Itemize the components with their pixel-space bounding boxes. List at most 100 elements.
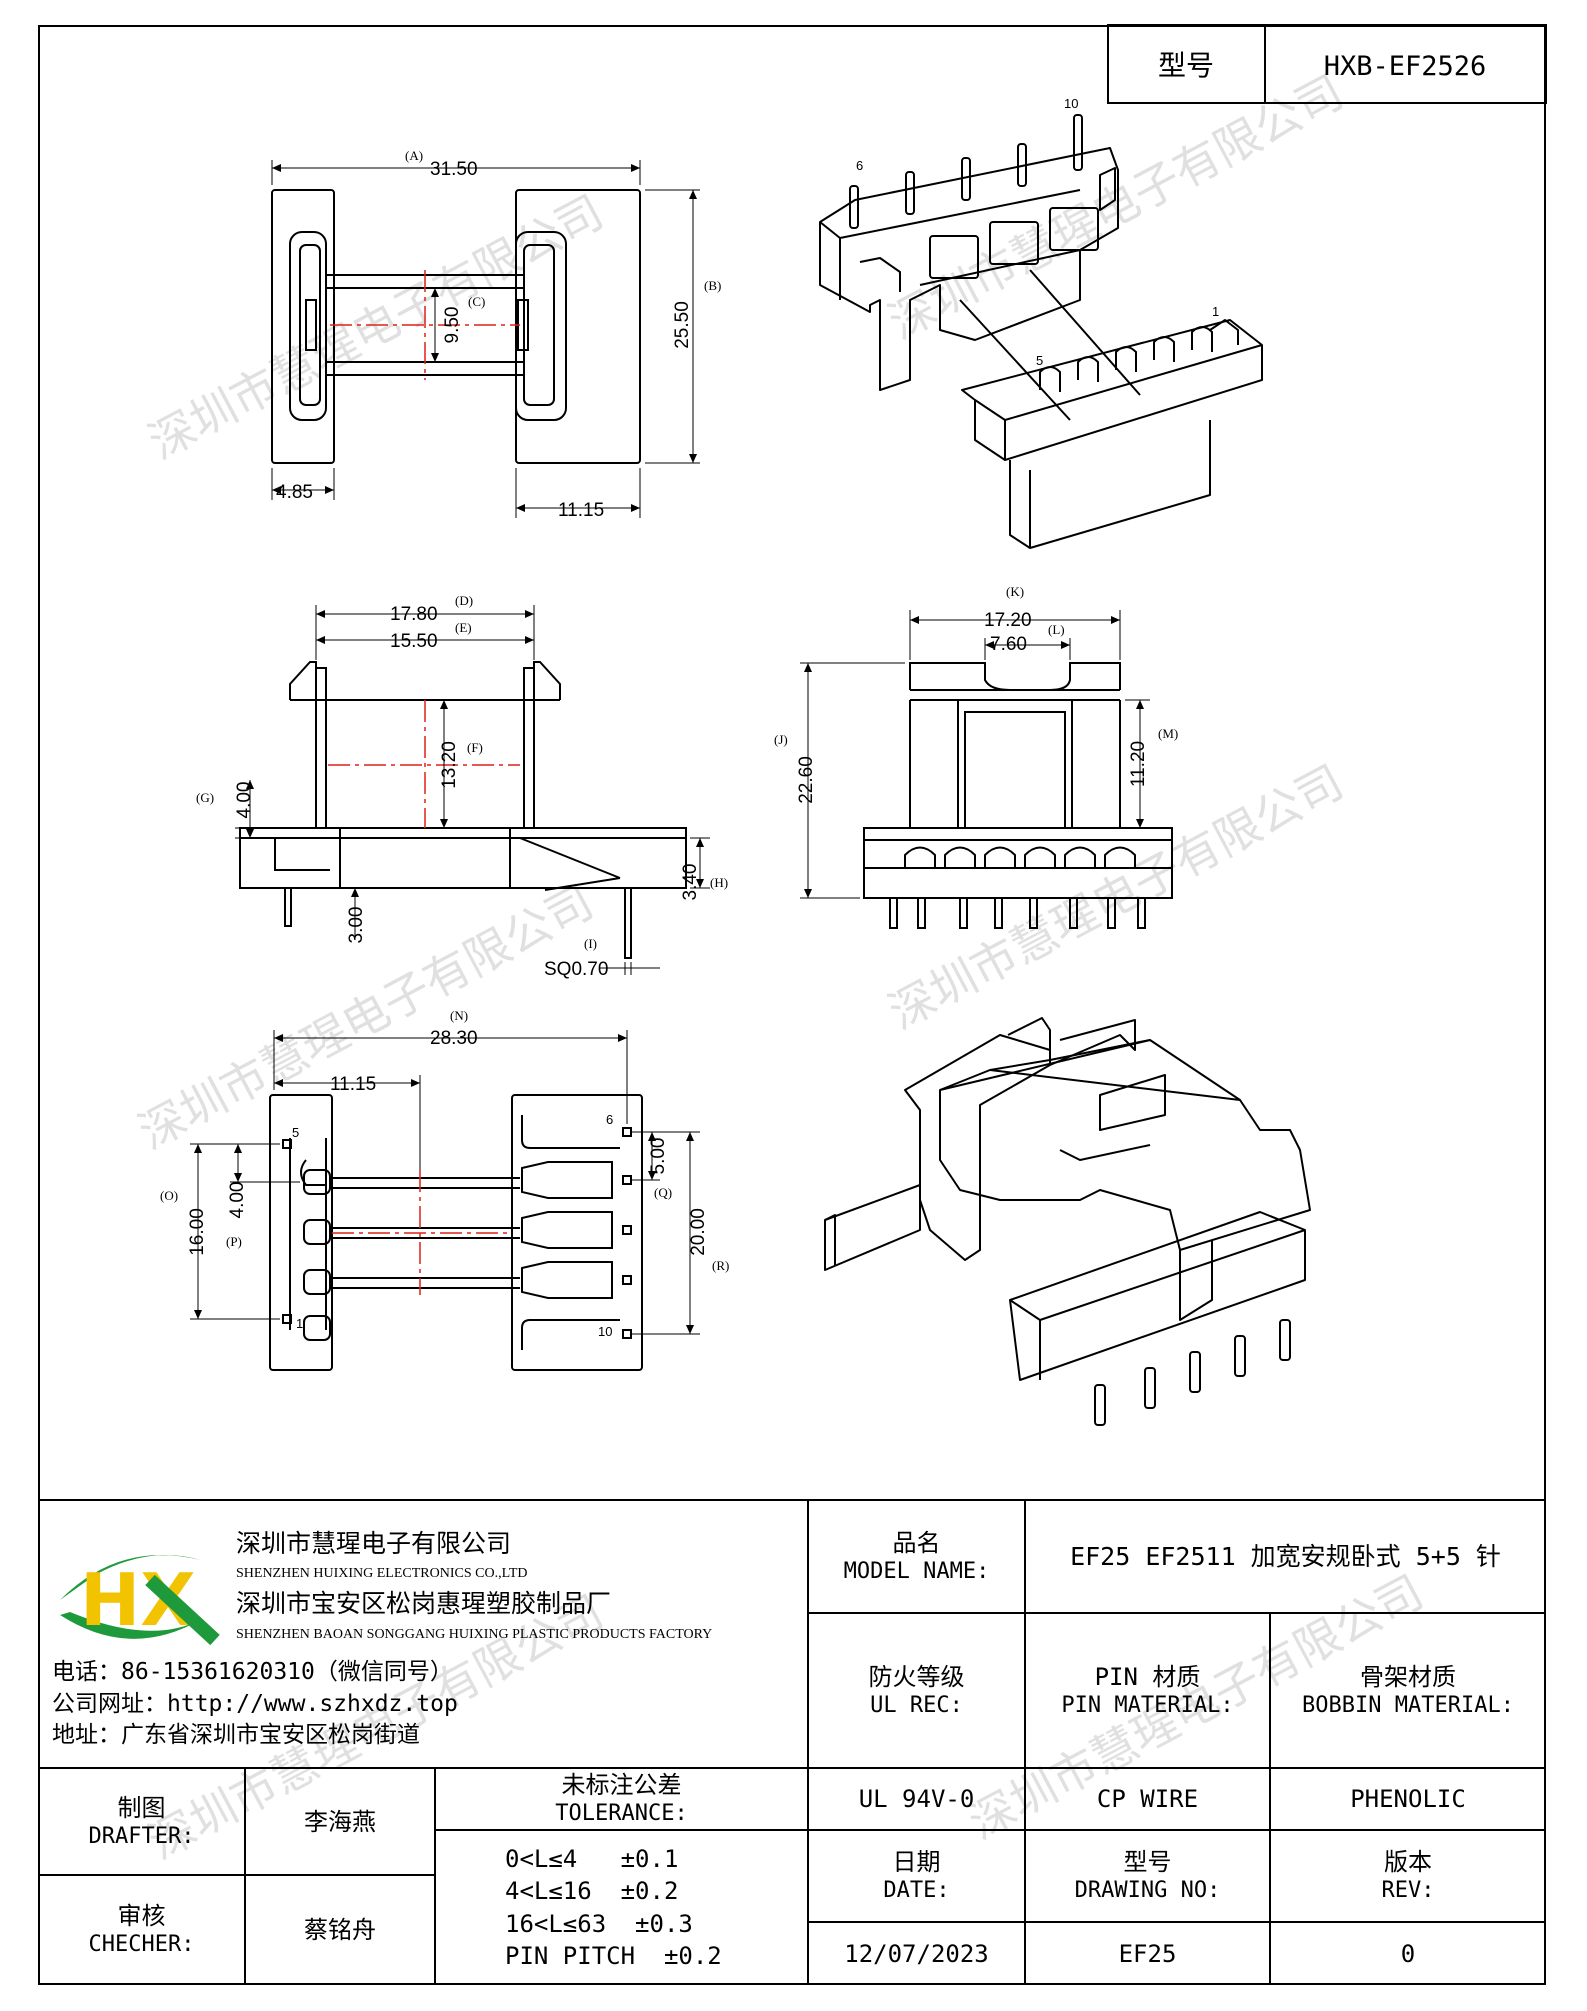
date-cn: 日期	[892, 1848, 941, 1877]
checker-en: CHECHER:	[88, 1932, 195, 1958]
dim-o-value: 16.00	[187, 1208, 208, 1256]
tolerance-label: 未标注公差 TOLERANCE:	[435, 1768, 808, 1830]
dim-i-tag: (I)	[584, 936, 597, 951]
bobbin-material-label: 骨架材质 BOBBIN MATERIAL:	[1270, 1613, 1546, 1768]
checker-value: 蔡铭舟	[304, 1916, 376, 1944]
dim-h-tag: (H)	[710, 875, 728, 890]
dim-r-tag: (R)	[712, 1258, 729, 1273]
bottom-pin-1: 1	[296, 1316, 303, 1331]
dim-j-value: 22.60	[796, 756, 817, 804]
top-view-dims	[271, 160, 700, 518]
bobbin-material-en: BOBBIN MATERIAL:	[1302, 1692, 1514, 1718]
iso-pin-5: 5	[1036, 353, 1043, 368]
dim-j-tag: (J)	[774, 732, 788, 747]
tolerance-line-2: 4<L≤16 ±0.2	[505, 1877, 679, 1906]
drawing-no-en: DRAWING NO:	[1074, 1878, 1221, 1904]
watermark-1: 深圳市慧瑆电子有限公司	[140, 184, 612, 469]
bobbin-material-cn: 骨架材质	[1360, 1662, 1456, 1691]
iso-view-top	[819, 147, 1263, 549]
dim-b-value: 25.50	[672, 301, 693, 349]
company-address: 地址：广东省深圳市宝安区松岗街道	[52, 1722, 420, 1748]
factory-name-en: SHENZHEN BAOAN SONGGANG HUIXING PLASTIC …	[236, 1627, 713, 1642]
bottom-view-dims	[190, 1030, 700, 1335]
model-label: 型号	[1158, 49, 1214, 82]
tolerance-cn: 未标注公差	[561, 1771, 682, 1800]
factory-name-cn: 深圳市宝安区松岗惠瑆塑胶制品厂	[236, 1589, 612, 1618]
tolerance-line-3: 16<L≤63 ±0.3	[505, 1909, 693, 1938]
dim-g-value: 4.00	[234, 782, 255, 819]
drawing-no-value: EF25	[1118, 1939, 1177, 1968]
bottom-view	[269, 1094, 643, 1371]
dim-b-tag: (B)	[704, 278, 721, 293]
rev-cn: 版本	[1384, 1848, 1432, 1877]
side-view-dims	[800, 610, 1150, 899]
drawing-no-cn: 型号	[1123, 1848, 1172, 1877]
company-name-cn: 深圳市慧瑆电子有限公司	[236, 1529, 512, 1558]
ul-rec-cn: 防火等级	[868, 1662, 965, 1691]
tolerance-line-4: PIN PITCH ±0.2	[505, 1941, 722, 1970]
dim-k-value: 17.20	[984, 610, 1032, 631]
company-phone: 电话：86-15361620310（微信同号）	[52, 1659, 453, 1685]
bobbin-material-value: PHENOLIC	[1350, 1785, 1466, 1813]
dim-a-tag: (A)	[405, 148, 423, 163]
rev-value: 0	[1400, 1939, 1416, 1968]
company-logo: HX	[60, 1555, 220, 1646]
iso-pin-1: 1	[1212, 304, 1219, 319]
model-value: HXB-EF2526	[1324, 51, 1487, 82]
checker-label: 审核 CHECHER:	[38, 1875, 245, 1985]
dim-m-tag: (M)	[1158, 726, 1178, 741]
dim-k-tag: (K)	[1006, 584, 1024, 599]
tolerance-list: 0<L≤4 ±0.1 4<L≤16 ±0.2 16<L≤63 ±0.3 PIN …	[435, 1830, 808, 1985]
model-name-en: MODEL NAME:	[843, 1558, 990, 1584]
dim-l-value: 7.60	[990, 634, 1027, 655]
ul-rec-label: 防火等级 UL REC:	[808, 1613, 1025, 1768]
pin-material-label: PIN 材质 PIN MATERIAL:	[1025, 1613, 1270, 1768]
dim-e-value: 15.50	[390, 631, 438, 652]
dim-p-tag: (P)	[226, 1234, 242, 1249]
dim-i-value: SQ0.70	[544, 959, 608, 980]
date-value: 12/07/2023	[844, 1939, 989, 1968]
drafter-en: DRAFTER:	[88, 1823, 195, 1849]
pin-material-cn: PIN 材质	[1094, 1662, 1201, 1691]
pin-material-en: PIN MATERIAL:	[1061, 1692, 1234, 1718]
header-box	[1107, 24, 1547, 104]
bottom-pin-10: 10	[598, 1324, 612, 1339]
dim-d-value: 17.80	[390, 604, 438, 625]
bottom-pin-5: 5	[292, 1125, 299, 1140]
dim-l-tag: (L)	[1048, 622, 1065, 637]
iso-bottom-pins	[1094, 1319, 1291, 1426]
dim-e-tag: (E)	[455, 620, 472, 635]
dim-1115b-value: 11.15	[330, 1074, 376, 1095]
front-view-centerlines	[328, 700, 520, 828]
date-en: DATE:	[883, 1878, 950, 1904]
dim-n-value: 28.30	[430, 1028, 478, 1049]
dim-485-value: 4.85	[276, 482, 313, 503]
iso-top-pins	[849, 114, 1213, 392]
dim-p-value: 4.00	[227, 1182, 248, 1219]
dim-q-value: 5.00	[648, 1138, 669, 1175]
dim-n-tag: (N)	[450, 1008, 468, 1023]
model-name-label: 品名 MODEL NAME:	[808, 1500, 1025, 1613]
tolerance-en: TOLERANCE:	[555, 1801, 688, 1827]
model-name-value: EF25 EF2511 加宽安规卧式 5+5 针	[1070, 1541, 1501, 1571]
title-block-grid	[38, 1499, 1546, 1985]
rev-label: 版本 REV:	[1270, 1830, 1546, 1922]
drawing-frame	[38, 25, 1546, 1985]
side-view	[863, 662, 1173, 929]
top-view-centerlines	[330, 270, 520, 380]
dim-d-tag: (D)	[455, 593, 473, 608]
iso-pin-10: 10	[1064, 96, 1078, 111]
dim-o-tag: (O)	[160, 1188, 178, 1203]
watermark-2: 深圳市慧瑆电子有限公司	[880, 64, 1352, 349]
ul-value: UL 94V-0	[858, 1785, 975, 1813]
bottom-pin-6: 6	[606, 1112, 613, 1127]
company-website[interactable]: 公司网址：http://www.szhxdz.top	[52, 1691, 458, 1717]
front-view	[239, 661, 687, 959]
dim-1115a-value: 11.15	[558, 500, 604, 521]
drawing-no-label: 型号 DRAWING NO:	[1025, 1830, 1270, 1922]
pin-material-value: CP WIRE	[1096, 1785, 1199, 1813]
drafter-value: 李海燕	[304, 1807, 376, 1836]
dim-m-value: 11.20	[1128, 741, 1149, 787]
dim-h-value: 3.40	[680, 864, 701, 901]
iso-pin-6: 6	[856, 158, 863, 173]
